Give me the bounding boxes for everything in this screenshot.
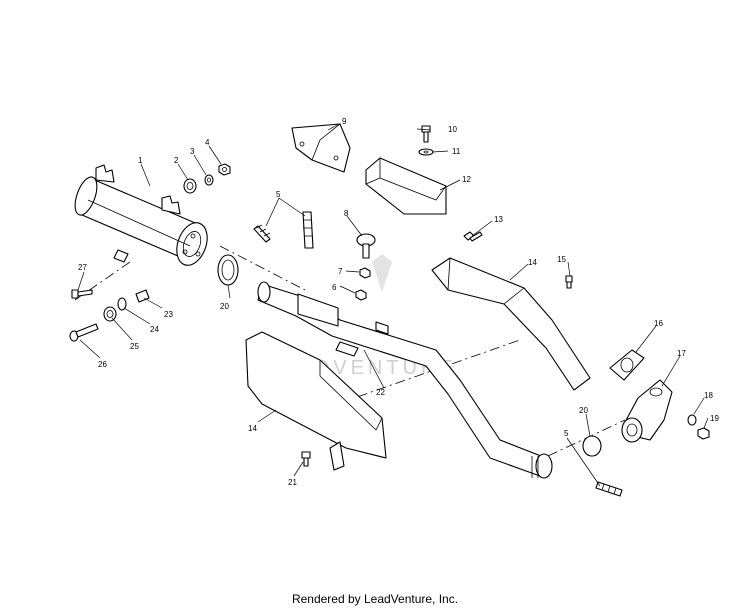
callout-18: 18 (704, 391, 713, 400)
heat-shield (365, 157, 447, 215)
callout-22: 22 (376, 388, 385, 397)
callout-17: 17 (677, 349, 686, 358)
callout-3: 3 (190, 147, 195, 156)
callout-5: 5 (276, 190, 281, 199)
footer-credit: Rendered by LeadVenture, Inc. (291, 592, 459, 606)
washer (687, 414, 697, 426)
bolt (463, 231, 483, 242)
callout-20: 20 (579, 406, 588, 415)
gasket (609, 349, 645, 381)
callout-23: 23 (164, 310, 173, 319)
washer (204, 174, 214, 186)
callout-4: 4 (205, 138, 210, 147)
nut (355, 289, 367, 301)
callout-8: 8 (344, 209, 349, 218)
callout-25: 25 (130, 342, 139, 351)
callout-21: 21 (288, 478, 297, 487)
centerline (219, 245, 306, 291)
spring (253, 211, 314, 249)
nut (218, 163, 231, 176)
exhaust-pipe (257, 281, 553, 479)
callout-9: 9 (342, 117, 347, 126)
callout-20: 20 (220, 302, 229, 311)
washer (418, 148, 434, 156)
grommet (103, 306, 117, 322)
callout-13: 13 (494, 215, 503, 224)
callout-12: 12 (462, 175, 471, 184)
exhaust-elbow (621, 379, 673, 443)
seal-ring (217, 254, 239, 286)
callout-10: 10 (448, 125, 457, 134)
bolt (565, 275, 573, 289)
callout-1: 1 (138, 156, 143, 165)
bolt (71, 289, 93, 299)
bolt (69, 323, 99, 342)
callout-16: 16 (654, 319, 663, 328)
bolt (421, 125, 431, 143)
callout-19: 19 (710, 414, 719, 423)
seal-ring (582, 435, 602, 457)
muffler (74, 164, 208, 266)
bolt (356, 233, 376, 259)
callout-14: 14 (248, 424, 257, 433)
nut (697, 427, 710, 440)
callout-6: 6 (332, 283, 337, 292)
heat-shield (431, 257, 591, 391)
callout-24: 24 (150, 325, 159, 334)
callout-26: 26 (98, 360, 107, 369)
leader-lines (77, 123, 709, 487)
nut (359, 267, 371, 279)
callout-27: 27 (78, 263, 87, 272)
callout-11: 11 (452, 147, 461, 156)
spacer (135, 289, 150, 303)
spring (595, 481, 623, 497)
bolt (301, 451, 311, 467)
grommet (183, 178, 197, 194)
callout-15: 15 (557, 255, 566, 264)
o-ring (117, 297, 127, 311)
bracket (291, 123, 351, 173)
callout-5: 5 (564, 429, 569, 438)
callout-labels: 1 2 3 4 5 5 6 7 8 9 10 11 12 13 14 14 15… (78, 117, 719, 487)
callout-2: 2 (174, 156, 179, 165)
callout-14: 14 (528, 258, 537, 267)
callout-7: 7 (338, 267, 343, 276)
heat-shield (245, 331, 387, 471)
